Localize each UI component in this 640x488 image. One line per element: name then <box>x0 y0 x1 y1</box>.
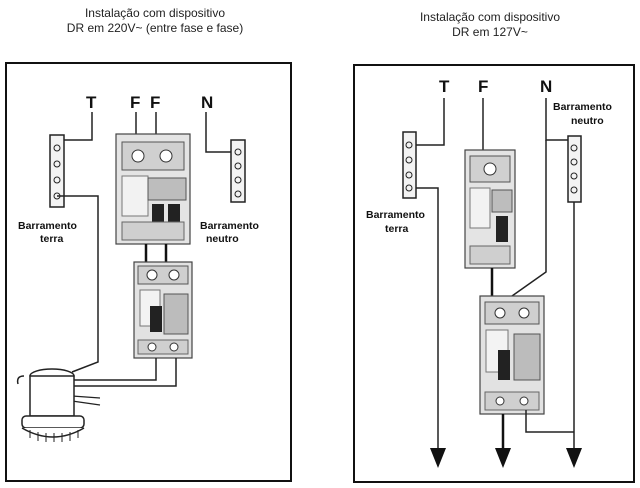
right-arrow-ground <box>430 448 446 468</box>
left-caption-line2: DR em 220V~ (entre fase e fase) <box>66 21 244 35</box>
left-frame <box>5 62 292 482</box>
right-label-t: T <box>439 77 450 96</box>
left-wire-dr-load1 <box>72 358 157 381</box>
right-wire-ground-out <box>416 187 439 450</box>
left-wire-t <box>64 112 93 141</box>
right-diagram: T F N Barramento terra Barramento neutro <box>353 64 635 483</box>
left-label-n: N <box>201 93 213 112</box>
right-ground-label-2: terra <box>385 223 409 235</box>
right-ground-label-1: Barramento <box>366 209 425 221</box>
left-ground-bar <box>49 134 65 208</box>
right-frame <box>353 64 635 483</box>
left-wire-ground-load <box>57 195 99 373</box>
left-load-tail1 <box>71 395 101 399</box>
right-ground-bar <box>402 131 417 199</box>
right-caption: Instalação com dispositivo DR em 127V~ <box>345 10 635 40</box>
left-neutral-label-1: Barramento <box>200 220 259 232</box>
left-wire-n <box>205 112 232 153</box>
right-wire-n-dr <box>511 140 547 297</box>
left-wire-dr-load2 <box>72 358 177 387</box>
right-caption-line1: Instalação com dispositivo <box>419 10 561 24</box>
left-neutral-label-2: neutro <box>206 233 239 245</box>
right-neutral-label-1: Barramento <box>553 101 612 113</box>
left-ground-label-2: terra <box>40 233 64 245</box>
left-label-t: T <box>86 93 97 112</box>
left-label-f1: F <box>130 93 140 112</box>
right-dr-device <box>479 295 545 415</box>
left-breaker <box>115 133 191 245</box>
right-arrow-neutral <box>566 448 582 468</box>
right-wire-t <box>416 98 445 146</box>
left-load-tail2 <box>71 400 101 406</box>
right-label-f: F <box>478 77 488 96</box>
left-dr-device <box>133 261 193 359</box>
right-neutral-bar <box>567 135 582 203</box>
left-label-f2: F <box>150 93 160 112</box>
left-caption-line1: Instalação com dispositivo <box>84 6 226 20</box>
right-caption-line2: DR em 127V~ <box>452 25 528 39</box>
left-neutral-bar <box>230 139 246 203</box>
right-label-n: N <box>540 77 552 96</box>
right-breaker <box>464 149 516 269</box>
right-wire-dr-neutral <box>525 410 574 433</box>
left-caption: Instalação com dispositivo DR em 220V~ (… <box>10 6 300 36</box>
left-ground-label-1: Barramento <box>18 220 77 232</box>
left-diagram: T F F N Barramento terra Barramento <box>5 62 292 482</box>
left-load-appliance <box>16 368 85 442</box>
right-neutral-label-2: neutro <box>571 115 604 127</box>
right-arrow-phase <box>495 448 511 468</box>
